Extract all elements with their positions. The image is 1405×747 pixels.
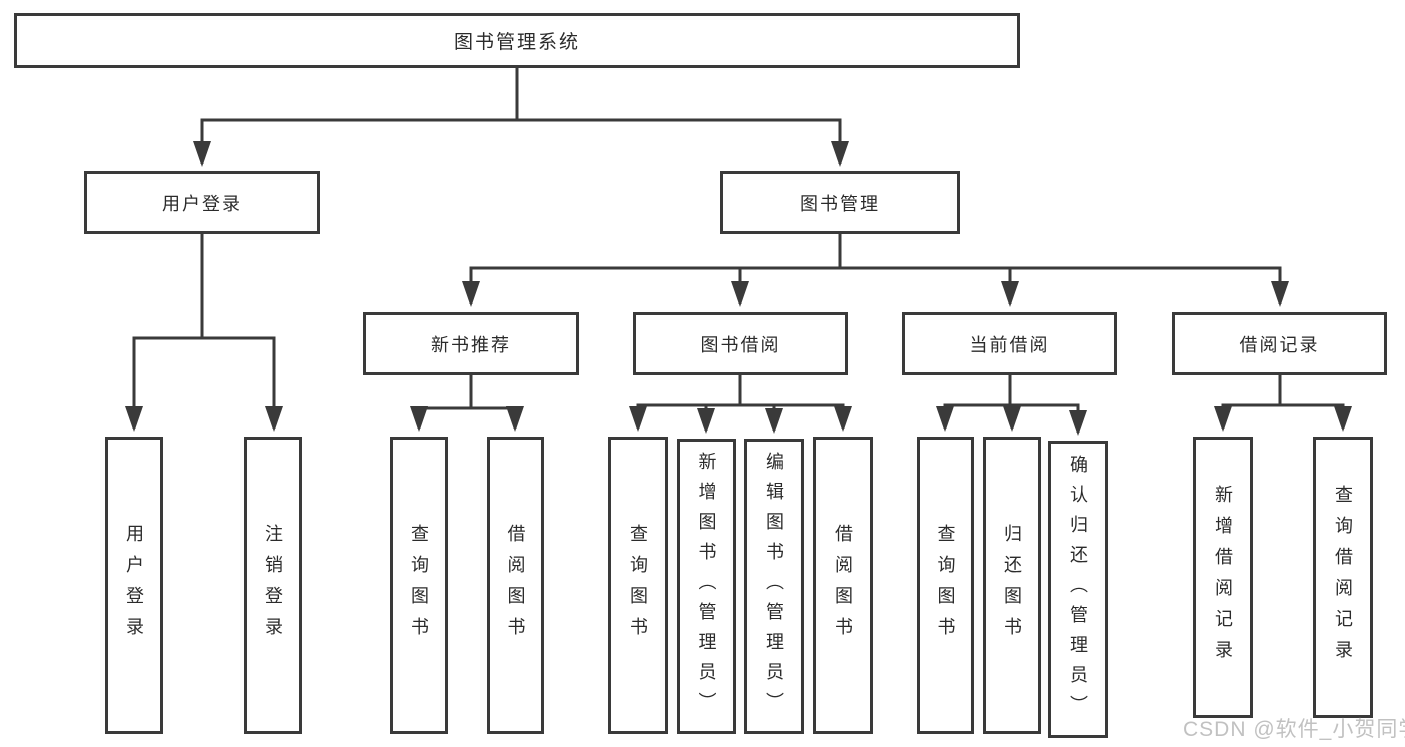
leaf-borrow-borrow-book: 借阅图书 — [813, 437, 873, 734]
leaf-records-add-record: 新增借阅记录 — [1193, 437, 1253, 718]
leaf-current-query-book: 查询图书 — [917, 437, 974, 734]
leaf-borrow-edit-book-admin: 编辑图书（管理员） — [744, 439, 804, 734]
node-user-login: 用户登录 — [84, 171, 320, 234]
leaf-user-login: 用户登录 — [105, 437, 163, 734]
leaf-current-return-book: 归还图书 — [983, 437, 1041, 734]
leaf-records-query-record: 查询借阅记录 — [1313, 437, 1373, 718]
node-current-borrow: 当前借阅 — [902, 312, 1117, 375]
leaf-borrow-query-book: 查询图书 — [608, 437, 668, 734]
watermark: CSDN @软件_小贺同学 — [1183, 718, 1405, 741]
node-new-book-recommend: 新书推荐 — [363, 312, 579, 375]
node-borrow-records: 借阅记录 — [1172, 312, 1387, 375]
node-root: 图书管理系统 — [14, 13, 1020, 68]
leaf-borrow-add-book-admin: 新增图书（管理员） — [677, 439, 736, 734]
leaf-recommend-query-book: 查询图书 — [390, 437, 448, 734]
leaf-recommend-borrow-book: 借阅图书 — [487, 437, 544, 734]
node-book-management: 图书管理 — [720, 171, 960, 234]
leaf-logout: 注销登录 — [244, 437, 302, 734]
leaf-current-confirm-return-admin: 确认归还（管理员） — [1048, 441, 1108, 738]
node-book-borrow: 图书借阅 — [633, 312, 848, 375]
